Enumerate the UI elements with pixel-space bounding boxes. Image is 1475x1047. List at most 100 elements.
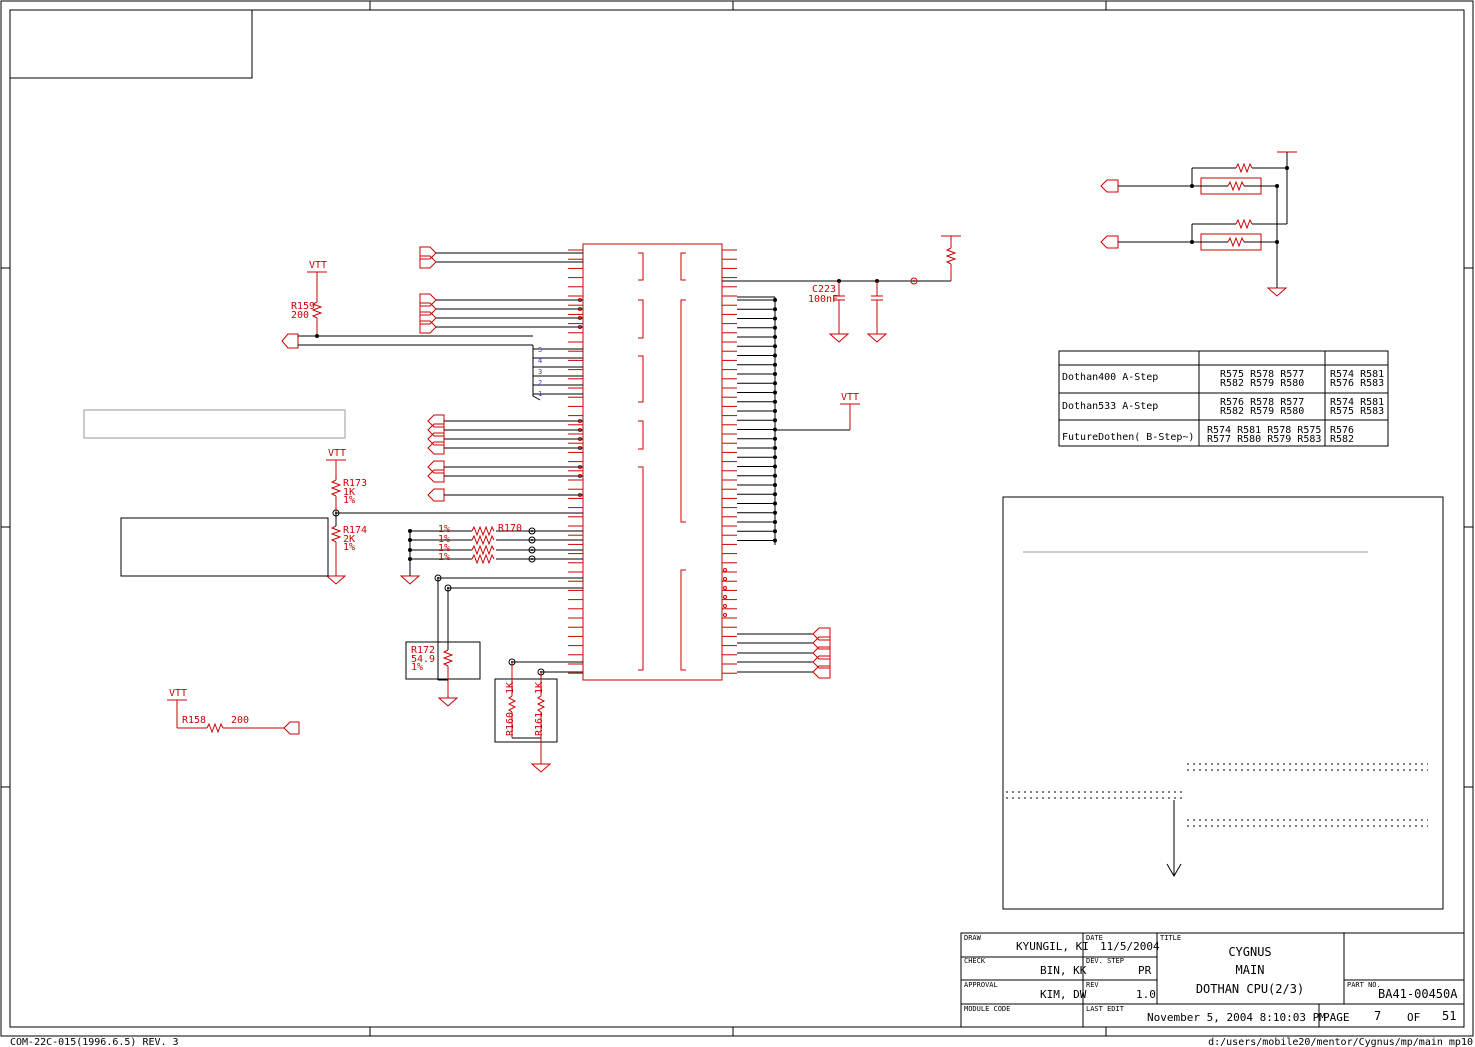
- net-port: [419, 302, 437, 316]
- c223-ref-label: C223: [812, 284, 836, 295]
- rev-label: REV: [1086, 981, 1099, 989]
- r174-value-label: 2K: [343, 534, 355, 545]
- r174-tolerance-label: 1%: [343, 542, 355, 553]
- net-port: [427, 414, 445, 428]
- note-box: [83, 409, 346, 439]
- pin-number: 1: [538, 390, 542, 398]
- last-edit-value: November 5, 2004 8:10:03 PM: [1147, 1011, 1326, 1024]
- r170-tolerance-label: 1%: [438, 543, 450, 554]
- note-box: [120, 517, 329, 577]
- cpu-bracket: [680, 299, 686, 523]
- test-point: [528, 546, 536, 554]
- net-port: [427, 460, 445, 474]
- r173-tolerance-label: 1%: [343, 495, 355, 506]
- pin-marker: [723, 577, 727, 581]
- strap-row-cell: R577 R580 R579 R583: [1207, 434, 1321, 445]
- net-port: [427, 432, 445, 446]
- part-no-value: BA41-00450A: [1378, 987, 1458, 1001]
- r172-ref-label: R172: [411, 645, 435, 656]
- strap-row-cell: R574 R581: [1330, 369, 1384, 380]
- vtt-label: VTT: [309, 260, 327, 271]
- left-nets: [436, 252, 583, 496]
- r172-value-label: 54.9: [411, 654, 435, 665]
- cpu-symbol: [568, 243, 737, 681]
- strap-row-name: Dothan533 A-Step: [1062, 401, 1158, 412]
- net-port: [419, 311, 437, 325]
- net-port: [427, 423, 445, 437]
- pin-marker: [723, 604, 727, 608]
- net-port: [812, 665, 831, 679]
- r170-tolerance-label: 1%: [438, 552, 450, 563]
- strap-row-cell: R575 R583: [1330, 406, 1384, 417]
- pin-marker: [723, 586, 727, 590]
- strap-row-name: FutureDothen( B-Step~): [1062, 432, 1194, 443]
- strap-row-cell: R576 R583: [1330, 378, 1384, 389]
- vtt-label: VTT: [328, 448, 346, 459]
- r159-pullup: VTT R159 200: [281, 260, 533, 349]
- strap-row-cell: R575 R578 R577: [1220, 369, 1304, 380]
- test-point: [531, 549, 533, 551]
- left-port-connectors: [419, 246, 445, 502]
- dev-step-value: PR: [1138, 964, 1152, 977]
- net-port: [427, 488, 445, 502]
- test-point: [528, 527, 536, 535]
- r159-ref-label: R159: [291, 301, 315, 312]
- net-port: [419, 320, 437, 334]
- r172-tolerance-label: 1%: [411, 662, 423, 673]
- title-label: TITLE: [1160, 934, 1181, 942]
- net-port: [419, 255, 437, 269]
- r173-ref-label: R173: [343, 478, 367, 489]
- cpu-bracket: [680, 252, 686, 281]
- dev-step-label: DEV. STEP: [1086, 957, 1124, 965]
- strap-row-cell: R574 R581: [1330, 397, 1384, 408]
- pin-marker: [723, 568, 727, 572]
- net-port: [812, 646, 831, 660]
- pin-number-group: 5 4 3 2 1: [538, 346, 542, 398]
- file-path: d:/users/mobile20/mentor/Cygnus/mp/main_…: [1208, 1037, 1473, 1047]
- timing-note-box: [1002, 496, 1444, 910]
- resistor-zigzag: [471, 544, 495, 556]
- pin-number: 5: [538, 346, 542, 354]
- date-label: DATE: [1086, 934, 1103, 942]
- r173-r174-divider: VTT R173 1K 1% R174 2K 1%: [325, 448, 583, 585]
- strap-table: Dothan400 A-Step R575 R578 R577 R582 R57…: [1058, 350, 1389, 447]
- title-line-2: MAIN: [1236, 963, 1265, 977]
- pin-marker: [723, 613, 727, 617]
- strap-row-cell: R582: [1330, 434, 1354, 445]
- approval-label: APPROVAL: [964, 981, 998, 989]
- r158-pullup: VTT R158 200: [167, 688, 300, 735]
- of-label: OF: [1407, 1011, 1420, 1024]
- check-value: BIN, KK: [1040, 964, 1087, 977]
- net-port: [427, 441, 445, 455]
- test-point: [531, 558, 533, 560]
- right-output-connectors: [737, 627, 831, 679]
- total-pages: 51: [1442, 1009, 1456, 1023]
- strap-resistor-network: [1100, 151, 1297, 297]
- pin-number: 2: [538, 379, 542, 387]
- draw-label: DRAW: [964, 934, 982, 942]
- pin-number: 4: [538, 357, 542, 365]
- r173-value-label: 1K: [343, 487, 355, 498]
- cpu-bracket: [638, 420, 644, 450]
- page-number: 7: [1374, 1009, 1381, 1023]
- r170-resistor-array: R170 1% 1% 1% 1%: [399, 523, 583, 585]
- net-port: [419, 293, 437, 307]
- test-point: [528, 536, 536, 544]
- approval-value: KIM, DW: [1040, 988, 1087, 1001]
- right-bus: [737, 296, 850, 545]
- net-port: [419, 246, 437, 260]
- title-line-1: CYGNUS: [1228, 945, 1271, 959]
- r172-block: R172 54.9 1%: [405, 574, 583, 707]
- vtt-label: VTT: [841, 392, 859, 403]
- part-no-label: PART NO.: [1347, 981, 1381, 989]
- cpu-bracket: [638, 299, 644, 339]
- r158-value-label: 200: [231, 715, 249, 726]
- vtt-right-bus: [840, 403, 860, 430]
- r159-value-label: 200: [291, 310, 309, 321]
- net-port: [427, 469, 445, 483]
- r170-ref-label: R170: [498, 523, 522, 534]
- resistor-zigzag: [471, 534, 495, 546]
- pin-marker: [723, 595, 727, 599]
